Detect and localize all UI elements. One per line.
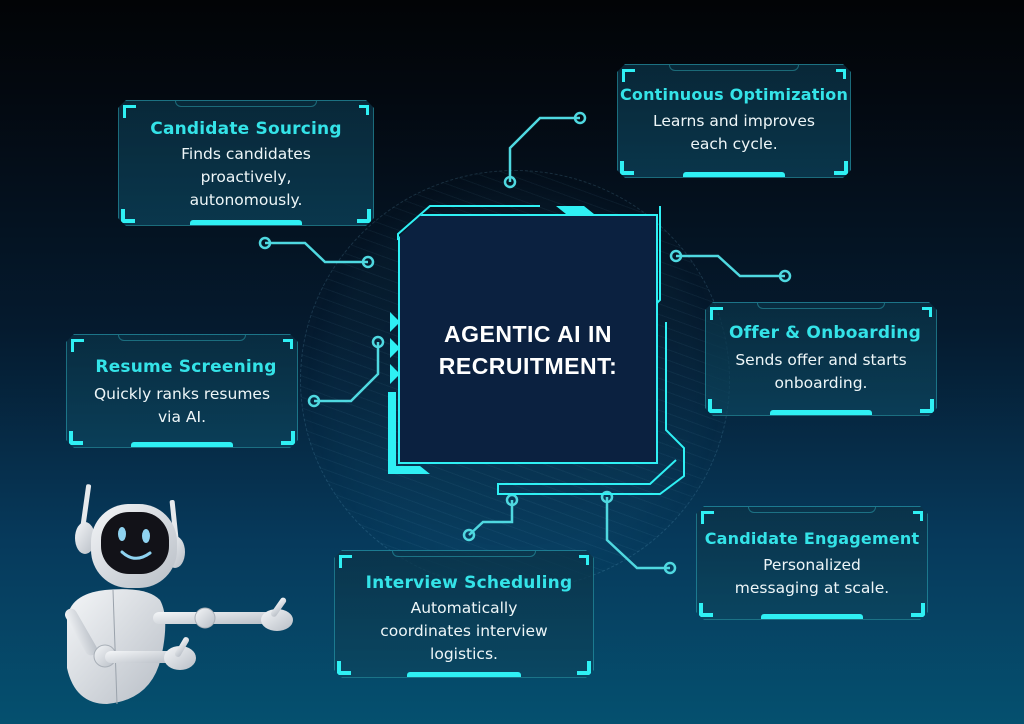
- card-description: Sends offer and starts onboarding.: [735, 351, 907, 392]
- card-offer-onboarding: Offer & Onboarding Sends offer and start…: [705, 302, 937, 416]
- card-title: Candidate Sourcing: [150, 119, 342, 139]
- card-resume-screening: Resume Screening Quickly ranks resumes v…: [66, 334, 298, 448]
- center-title-line1: AGENTIC AI IN: [444, 321, 612, 347]
- robot-mascot-icon: [65, 484, 293, 705]
- card-title: Candidate Engagement: [704, 529, 920, 548]
- card-title: Continuous Optimization: [619, 85, 849, 104]
- card-description: Quickly ranks resumes via AI.: [93, 385, 271, 426]
- card-candidate-sourcing: Candidate Sourcing Finds candidates proa…: [118, 100, 374, 226]
- center-title-line2: RECRUITMENT:: [438, 353, 618, 379]
- card-continuous-optimization: Continuous Optimization Learns and impro…: [617, 64, 851, 178]
- center-title: AGENTIC AI IN RECRUITMENT:: [398, 318, 658, 382]
- card-description: Finds candidates proactively, autonomous…: [181, 145, 311, 209]
- center-title-box: [398, 214, 658, 464]
- card-description: Automatically coordinates interview logi…: [380, 599, 548, 663]
- card-title: Resume Screening: [95, 357, 277, 377]
- card-title: Interview Scheduling: [365, 573, 573, 593]
- card-candidate-engagement: Candidate Engagement Personalized messag…: [696, 506, 928, 620]
- card-description: Personalized messaging at scale.: [734, 556, 890, 597]
- card-interview-scheduling: Interview Scheduling Automatically coord…: [334, 550, 594, 678]
- card-title: Offer & Onboarding: [729, 323, 921, 343]
- card-description: Learns and improves each cycle.: [653, 112, 815, 153]
